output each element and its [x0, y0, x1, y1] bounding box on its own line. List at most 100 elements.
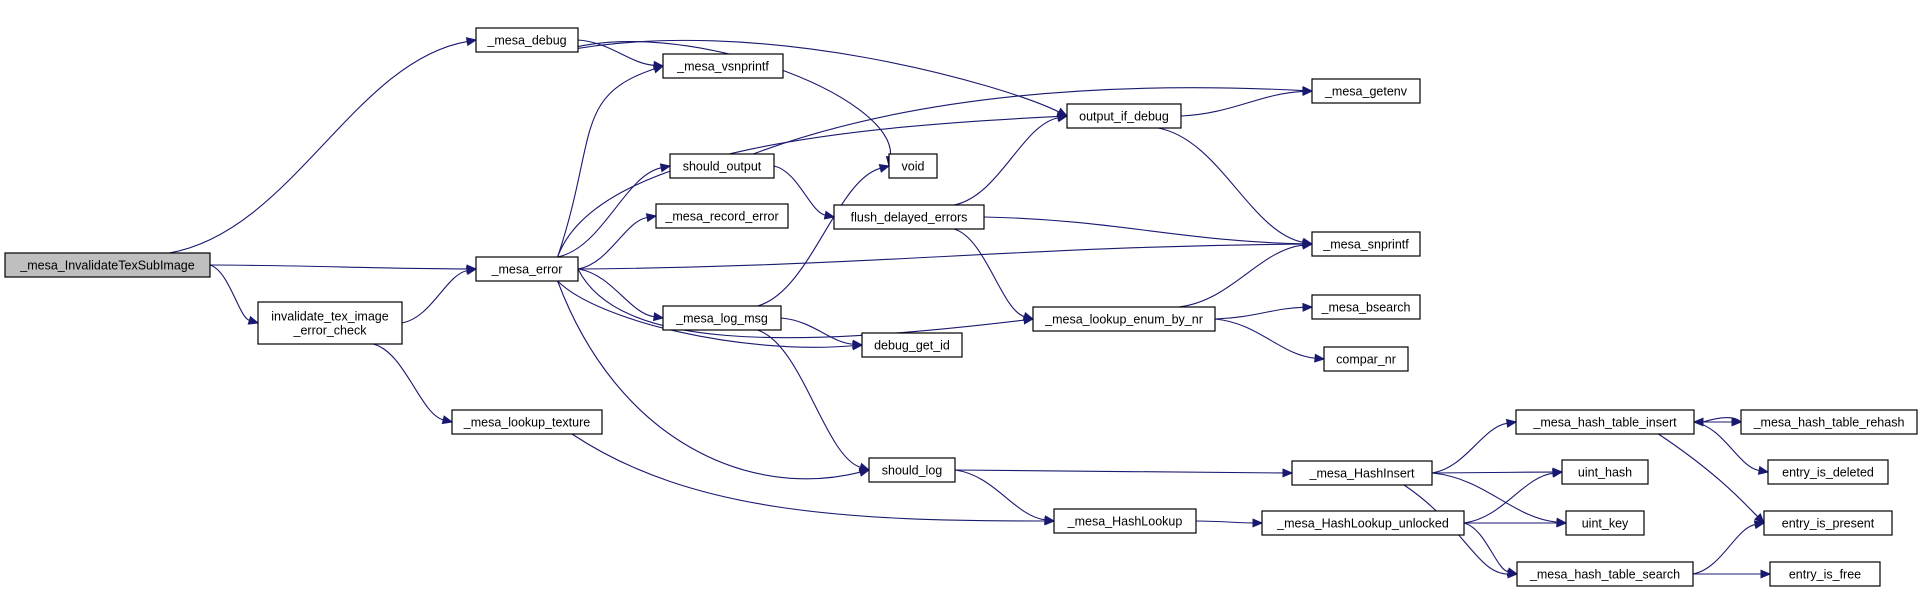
- edge-line: [1658, 433, 1759, 518]
- node-uint-key[interactable]: uint_key: [1565, 510, 1645, 536]
- node-box[interactable]: [1032, 306, 1216, 332]
- node-box[interactable]: [1291, 460, 1433, 486]
- node-mesa-record-error[interactable]: _mesa_record_error: [655, 203, 789, 229]
- node-box[interactable]: [1763, 510, 1893, 536]
- edge-line: [571, 433, 1046, 522]
- node-mesa-hash-table-rehash[interactable]: _mesa_hash_table_rehash: [1740, 409, 1918, 435]
- node-flush-delayed-errors[interactable]: flush_delayed_errors: [833, 204, 985, 230]
- node-entry-is-free[interactable]: entry_is_free: [1769, 561, 1881, 587]
- node-mesa-hash-insert[interactable]: _mesa_HashInsert: [1291, 460, 1433, 486]
- node-label: compar_nr: [1336, 353, 1396, 367]
- arrowhead-icon: [1302, 240, 1314, 250]
- node-box[interactable]: [1516, 561, 1694, 587]
- edge-line: [1195, 520, 1254, 524]
- edge-invalidate-tex-image-error-check-to-mesa-error: [401, 266, 478, 324]
- arrowhead-icon: [441, 415, 454, 425]
- edge-line: [1463, 472, 1554, 524]
- node-output-if-debug[interactable]: output_if_debug: [1066, 103, 1182, 129]
- node-mesa-log-msg[interactable]: _mesa_log_msg: [662, 305, 782, 331]
- node-box[interactable]: [1323, 346, 1409, 372]
- node-box[interactable]: [475, 27, 579, 53]
- node-box[interactable]: [662, 305, 782, 331]
- edge-line: [1178, 244, 1304, 308]
- node-box[interactable]: [257, 301, 403, 345]
- node-invalidate-tex-sub-image[interactable]: _mesa_InvalidateTexSubImage: [4, 252, 211, 278]
- edge-invalidate-tex-image-error-check-to-mesa-lookup-texture: [373, 343, 454, 425]
- node-label: _mesa_HashInsert: [1309, 467, 1415, 481]
- node-entry-is-deleted[interactable]: entry_is_deleted: [1767, 459, 1889, 485]
- node-mesa-hash-lookup-unlocked[interactable]: _mesa_HashLookup_unlocked: [1261, 510, 1465, 536]
- node-label: _mesa_bsearch: [1321, 301, 1411, 315]
- node-mesa-error[interactable]: _mesa_error: [475, 256, 579, 282]
- node-box[interactable]: [1565, 510, 1645, 536]
- node-should-log[interactable]: should_log: [868, 457, 956, 483]
- node-mesa-hash-table-insert[interactable]: _mesa_hash_table_insert: [1515, 409, 1695, 435]
- node-box[interactable]: [4, 252, 211, 278]
- edge-line: [1180, 90, 1304, 117]
- arrowhead-icon: [1282, 468, 1294, 478]
- node-box[interactable]: [1767, 459, 1889, 485]
- node-box[interactable]: [669, 153, 775, 179]
- edge-invalidate-tex-sub-image-to-invalidate-tex-image-error-check: [209, 264, 260, 325]
- edge-output-if-debug-to-mesa-getenv: [1180, 86, 1314, 117]
- edge-line: [1403, 484, 1509, 575]
- edge-line: [557, 167, 662, 258]
- edge-mesa-lookup-enum-by-nr-to-compar-nr: [1214, 318, 1326, 363]
- edge-flush-delayed-errors-to-mesa-snprintf: [983, 216, 1314, 249]
- arrowhead-icon: [858, 462, 871, 472]
- node-label: void: [902, 160, 925, 174]
- node-box[interactable]: [868, 457, 956, 483]
- node-box[interactable]: [1769, 561, 1881, 587]
- arrowhead-icon: [1302, 302, 1314, 312]
- node-box[interactable]: [1740, 409, 1918, 435]
- node-box[interactable]: [1311, 294, 1421, 320]
- arrowhead-icon: [1505, 418, 1518, 428]
- edge-line: [773, 165, 826, 216]
- node-mesa-hash-lookup[interactable]: _mesa_HashLookup: [1053, 508, 1197, 534]
- node-box[interactable]: [475, 256, 579, 282]
- node-mesa-lookup-texture[interactable]: _mesa_lookup_texture: [451, 409, 603, 435]
- node-box[interactable]: [1066, 103, 1182, 129]
- edges-layer: [168, 37, 1772, 579]
- node-box[interactable]: [861, 332, 963, 358]
- edge-line: [1463, 522, 1509, 573]
- node-invalidate-tex-image-error-check[interactable]: invalidate_tex_image_error_check: [257, 301, 403, 345]
- node-box[interactable]: [655, 203, 789, 229]
- node-should-output[interactable]: should_output: [669, 153, 775, 179]
- edge-mesa-hash-table-search-to-entry-is-present: [1692, 520, 1766, 575]
- node-box[interactable]: [662, 53, 784, 79]
- node-mesa-snprintf[interactable]: _mesa_snprintf: [1311, 231, 1421, 257]
- node-debug-get-id[interactable]: debug_get_id: [861, 332, 963, 358]
- node-mesa-bsearch[interactable]: _mesa_bsearch: [1311, 294, 1421, 320]
- arrowhead-icon: [878, 164, 891, 173]
- node-box[interactable]: [1261, 510, 1465, 536]
- edge-line: [757, 329, 861, 468]
- edge-output-if-debug-to-mesa-snprintf: [1158, 127, 1314, 247]
- node-mesa-hash-table-search[interactable]: _mesa_hash_table_search: [1516, 561, 1694, 587]
- node-box[interactable]: [1515, 409, 1695, 435]
- node-mesa-debug[interactable]: _mesa_debug: [475, 27, 579, 53]
- node-box[interactable]: [833, 204, 985, 230]
- edge-mesa-hash-table-search-to-entry-is-free: [1693, 569, 1772, 579]
- node-label: should_log: [882, 464, 943, 478]
- node-mesa-lookup-enum-by-nr[interactable]: _mesa_lookup_enum_by_nr: [1032, 306, 1216, 332]
- node-label: _mesa_HashLookup_unlocked: [1276, 517, 1449, 531]
- node-box[interactable]: [1053, 508, 1197, 534]
- node-uint-hash[interactable]: uint_hash: [1561, 459, 1649, 485]
- edge-line: [209, 264, 468, 270]
- node-box[interactable]: [1561, 459, 1649, 485]
- arrowhead-icon: [465, 37, 478, 47]
- node-entry-is-present[interactable]: entry_is_present: [1763, 510, 1893, 536]
- node-label: _error_check: [293, 324, 368, 338]
- edge-line: [557, 115, 1059, 258]
- node-box[interactable]: [1311, 78, 1421, 104]
- node-box[interactable]: [451, 409, 603, 435]
- arrowhead-icon: [1056, 113, 1069, 123]
- node-mesa-getenv[interactable]: _mesa_getenv: [1311, 78, 1421, 104]
- node-box[interactable]: [888, 153, 938, 179]
- node-void[interactable]: void: [888, 153, 938, 179]
- edge-line: [1158, 127, 1304, 243]
- node-box[interactable]: [1311, 231, 1421, 257]
- node-compar-nr[interactable]: compar_nr: [1323, 346, 1409, 372]
- node-mesa-vsnprintf[interactable]: _mesa_vsnprintf: [662, 53, 784, 79]
